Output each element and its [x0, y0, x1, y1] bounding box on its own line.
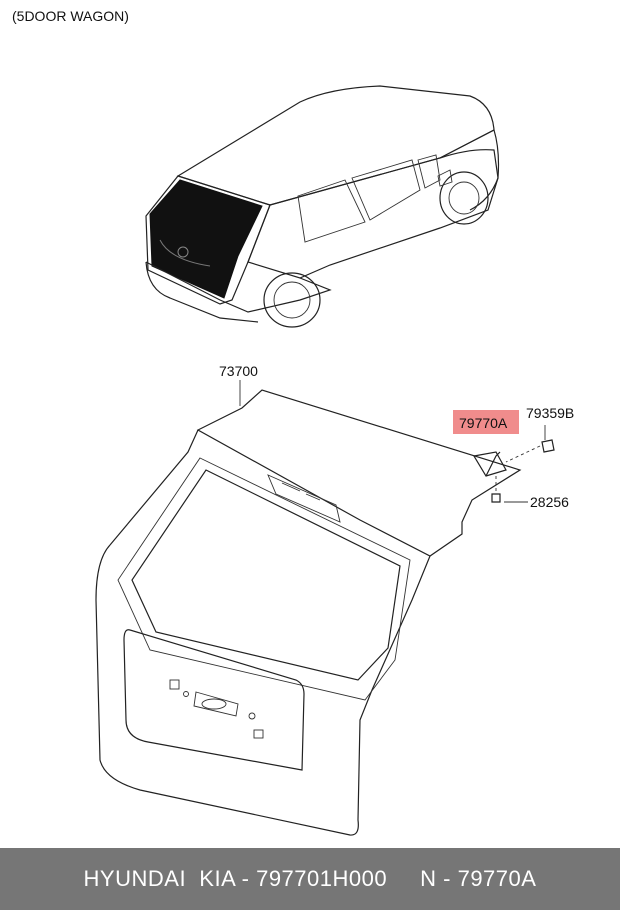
- hinge-highlight: [453, 410, 519, 434]
- label-79359b: 79359B: [526, 405, 574, 421]
- car-illustration: [145, 85, 500, 328]
- parts-diagram: (5DOOR WAGON): [12, 8, 574, 836]
- label-79770a: 79770A: [459, 415, 508, 431]
- variant-title: (5DOOR WAGON): [12, 8, 129, 24]
- part-number-footer: HYUNDAI KIA - 797701H000 N - 79770A: [0, 848, 620, 910]
- label-28256: 28256: [530, 494, 569, 510]
- tailgate-illustration: [95, 389, 555, 836]
- label-73700: 73700: [219, 363, 258, 379]
